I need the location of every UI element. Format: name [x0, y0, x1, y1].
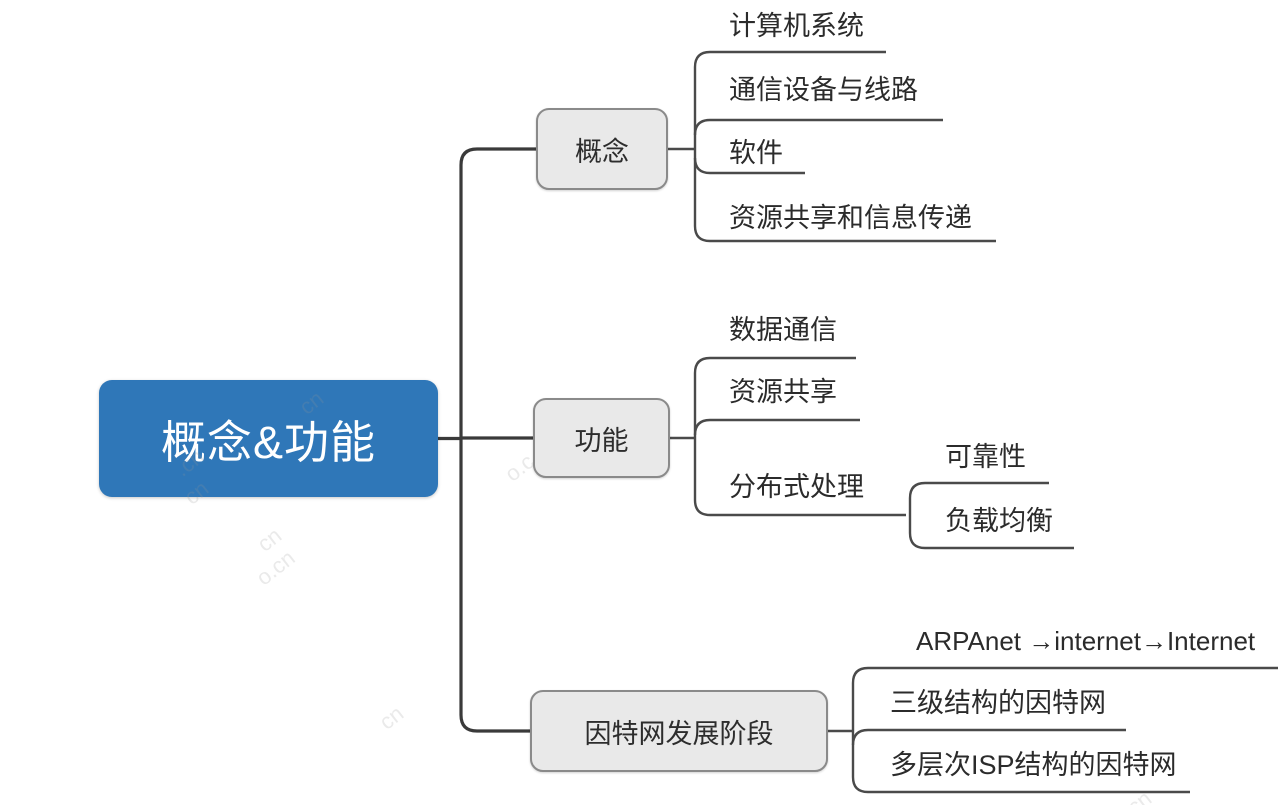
leaf-label-分布式处理[interactable]: 分布式处理	[729, 472, 864, 502]
leaf-label-多层次isp结构的因特网[interactable]: 多层次ISP结构的因特网	[890, 750, 1177, 780]
leaf-label-资源共享[interactable]: 资源共享	[729, 377, 837, 407]
leaf-label-通信设备与线路[interactable]: 通信设备与线路	[729, 75, 918, 105]
root-node[interactable]: 概念&功能	[99, 380, 438, 497]
connector-line	[851, 728, 1126, 746]
connector-line	[459, 714, 530, 733]
connector-line	[693, 356, 856, 374]
branch-node-function[interactable]: 功能	[533, 398, 670, 478]
connector-line	[851, 666, 1278, 684]
watermark-text: cn	[252, 522, 287, 557]
watermark-text: cn	[1122, 785, 1157, 805]
leaf-label-可靠性[interactable]: 可靠性	[945, 442, 1026, 472]
leaf-label-负载均衡[interactable]: 负载均衡	[945, 506, 1053, 536]
leaf-label-三级结构的因特网[interactable]: 三级结构的因特网	[890, 688, 1106, 718]
root-node-label: 概念&功能	[160, 417, 376, 468]
leaf-label-软件[interactable]: 软件	[729, 138, 783, 168]
branch-node-concept[interactable]: 概念	[536, 108, 668, 190]
connector-line	[459, 147, 536, 166]
watermark-text: cn	[374, 700, 409, 735]
connector-line	[693, 499, 906, 517]
branch-node-label: 概念	[575, 136, 629, 167]
leaf-label-arpanet-internet-internet[interactable]: ARPAnet →internet→Internet	[916, 626, 1256, 656]
connector-line	[693, 50, 886, 68]
leaf-label-资源共享和信息传递[interactable]: 资源共享和信息传递	[729, 203, 972, 233]
leaf-label-数据通信[interactable]: 数据通信	[729, 315, 837, 345]
connector-line	[693, 118, 943, 136]
branch-node-label: 因特网发展阶段	[584, 718, 774, 749]
watermark-text: o.cn	[251, 544, 300, 591]
branch-node-internet-stages[interactable]: 因特网发展阶段	[530, 690, 828, 772]
connector-line	[693, 418, 860, 436]
connector-line	[908, 481, 1049, 499]
leaf-label-计算机系统[interactable]: 计算机系统	[729, 11, 864, 41]
branch-node-label: 功能	[574, 425, 629, 456]
